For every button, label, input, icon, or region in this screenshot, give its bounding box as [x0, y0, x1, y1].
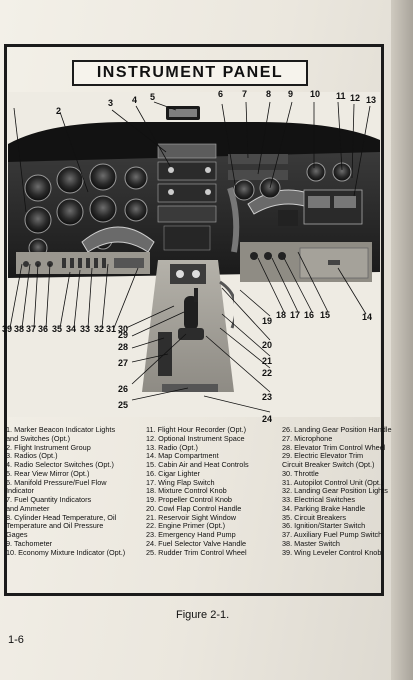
bottom-callout-15: 15: [320, 310, 331, 320]
legend-item: Temperature and Oil Pressure: [6, 521, 104, 531]
legend-item: 14. Map Compartment: [146, 451, 219, 461]
bottom-callout-14: 14: [362, 312, 373, 322]
top-callout-3: 3: [108, 98, 114, 108]
legend-item: 11. Flight Hour Recorder (Opt.): [146, 425, 247, 434]
legend-item: 18. Mixture Control Knob: [146, 486, 227, 496]
page-number: 1-6: [8, 634, 24, 646]
legend-item: 2. Flight Instrument Group: [6, 442, 91, 452]
legend-item: 13. Radio (Opt.): [146, 442, 198, 452]
legend-item: 4. Radio Selector Switches (Opt.): [6, 460, 114, 469]
legend-item: 38. Master Switch: [282, 538, 340, 548]
top-callout-2: 2: [56, 106, 62, 116]
bottom-callout-21: 21: [262, 356, 273, 366]
legend-column-2: 11. Flight Hour Recorder (Opt.)12. Optio…: [146, 425, 282, 557]
legend-item: 39. Wing Leveler Control Knob: [282, 547, 382, 557]
figure-title: INSTRUMENT PANEL: [96, 64, 284, 81]
legend-item: 28. Elevator Trim Control Wheel: [282, 442, 386, 452]
legend-column-1: 1. Marker Beacon Indicator Lights and Sw…: [6, 425, 148, 557]
legend-item: 33. Electrical Switches: [282, 495, 355, 504]
book-spine-shadow: [391, 0, 413, 680]
top-callout-11: 11: [336, 91, 346, 101]
legend-item: 17. Wing Flap Switch: [146, 477, 215, 487]
figure-title-box: INSTRUMENT PANEL: [72, 60, 308, 86]
bottom-callout-38: 38: [14, 324, 25, 334]
legend-item: 7. Fuel Quantity Indicators: [6, 495, 92, 504]
top-callout-6: 6: [218, 89, 224, 99]
legend-item: 31. Autopilot Control Unit (Opt.): [282, 477, 384, 487]
legend-item: and Ammeter: [6, 503, 50, 513]
top-callout-12: 12: [350, 93, 361, 103]
bottom-callout-28: 28: [118, 342, 129, 352]
legend-item: 25. Rudder Trim Control Wheel: [146, 547, 247, 557]
bottom-callout-18: 18: [276, 310, 287, 320]
legend-item: 6. Manifold Pressure/Fuel Flow: [6, 477, 107, 487]
figure-frame: [4, 44, 384, 596]
legend-item: 22. Engine Primer (Opt.): [146, 521, 226, 531]
legend-item: Indicator: [6, 486, 34, 496]
instrument-panel-photo: [8, 92, 380, 417]
bottom-callout-24: 24: [262, 414, 273, 424]
legend-item: 27. Microphone: [282, 433, 333, 443]
bottom-callout-33: 33: [80, 324, 91, 334]
legend-item: 30. Throttle: [282, 468, 319, 478]
legend-item: 35. Circuit Breakers: [282, 512, 347, 522]
bottom-callout-26: 26: [118, 384, 129, 394]
bottom-callout-37: 37: [26, 324, 37, 334]
legend-item: 16. Cigar Lighter: [146, 468, 200, 478]
legend-item: 36. Ignition/Starter Switch: [282, 521, 366, 531]
engine-gauges: [228, 154, 352, 201]
bottom-callout-27: 27: [118, 358, 129, 368]
legend-item: 26. Landing Gear Position Handle: [282, 425, 392, 434]
bottom-callout-32: 32: [94, 324, 105, 334]
radio-stack: [157, 143, 217, 251]
legend-item: 32. Landing Gear Position Lights: [282, 486, 388, 496]
top-callout-8: 8: [266, 89, 272, 99]
flight-instrument-group: [24, 163, 148, 258]
legend-item: Gages: [6, 530, 28, 539]
bottom-callout-30: 30: [118, 324, 129, 334]
top-callout-10: 10: [310, 89, 321, 99]
bottom-callout-31: 31: [106, 324, 117, 334]
bottom-callout-36: 36: [38, 324, 49, 334]
top-callout-13: 13: [366, 95, 377, 105]
legend-item: 5. Rear View Mirror (Opt.): [6, 468, 90, 478]
bottom-callout-34: 34: [66, 324, 77, 334]
bottom-callout-16: 16: [304, 310, 315, 320]
bottom-callout-22: 22: [262, 368, 273, 378]
legend-item: 29. Electric Elevator Trim: [282, 451, 364, 461]
bottom-callout-25: 25: [118, 400, 129, 410]
top-callout-7: 7: [242, 89, 248, 99]
legend-item: 34. Parking Brake Handle: [282, 503, 366, 513]
legend-item: 24. Fuel Selector Valve Handle: [146, 538, 247, 548]
legend-item: 10. Economy Mixture Indicator (Opt.): [6, 547, 126, 557]
legend-item: and Switches (Opt.): [6, 433, 71, 443]
legend-item: 15. Cabin Air and Heat Controls: [146, 460, 249, 469]
bottom-callout-20: 20: [262, 340, 273, 350]
bottom-callout-39: 39: [2, 324, 13, 334]
bottom-callout-17: 17: [290, 310, 301, 320]
legend-item: 37. Auxiliary Fuel Pump Switch: [282, 530, 383, 539]
top-callout-5: 5: [150, 92, 156, 102]
legend-item: 9. Tachometer: [6, 538, 53, 548]
bottom-callout-35: 35: [52, 324, 63, 334]
legend-item: 1. Marker Beacon Indicator Lights: [6, 425, 116, 434]
figure-caption: Figure 2-1.: [176, 609, 230, 621]
legend-item: 21. Reservoir Sight Window: [146, 512, 237, 522]
legend-item: 12. Optional Instrument Space: [146, 433, 245, 443]
legend-item: 8. Cylinder Head Temperature, Oil: [6, 512, 117, 522]
legend-item: 23. Emergency Hand Pump: [146, 530, 236, 539]
top-callout-9: 9: [288, 89, 294, 99]
legend-item: 3. Radios (Opt.): [6, 451, 58, 461]
top-callout-4: 4: [132, 95, 138, 105]
legend-item: 20. Cowl Flap Control Handle: [146, 503, 242, 513]
bottom-callout-19: 19: [262, 316, 273, 326]
bottom-callout-23: 23: [262, 392, 273, 402]
legend-item: 19. Propeller Control Knob: [146, 495, 232, 504]
bottom-callout-29: 29: [118, 330, 129, 340]
legend-item: Circuit Breaker Switch (Opt.): [282, 460, 375, 469]
